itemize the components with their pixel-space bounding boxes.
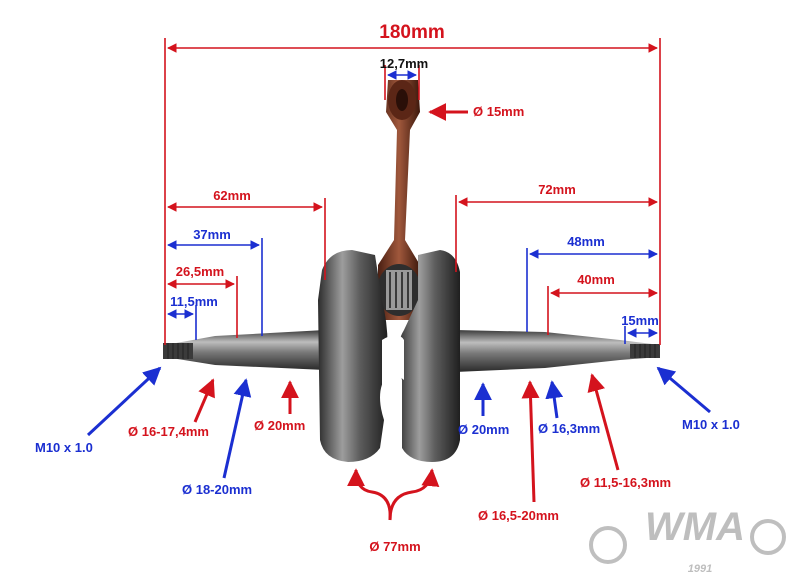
dimension-labels: 180mm 12,7mm Ø 15mm 62mm 37mm 26,5mm 11,… [35,22,740,554]
label-left-seat: Ø 18-20mm [182,482,252,497]
left-flywheel [318,250,388,462]
label-right-40: 40mm [577,272,615,287]
connecting-rod [378,80,420,320]
label-right-taper-base: Ø 16,5-20mm [478,508,559,523]
brand-logo: WMA 1991 [589,505,786,575]
label-left-11-5: 11,5mm [170,294,218,309]
left-shaft [165,330,325,370]
label-left-thread: M10 x 1.0 [35,440,93,455]
logo-wheel-right [750,519,786,555]
label-rod-small-end-width: 12,7mm [380,56,428,71]
label-right-48: 48mm [567,234,605,249]
label-right-thread: M10 x 1.0 [682,417,740,432]
label-left-37: 37mm [193,227,231,242]
label-rod-small-end-bore: Ø 15mm [473,104,524,119]
label-right-72: 72mm [538,182,576,197]
dimension-lines [86,38,711,521]
label-right-15: 15mm [621,313,659,328]
label-right-journal: Ø 20mm [458,422,509,437]
logo-wheel-left [589,526,627,564]
crankshaft-illustration [163,80,660,462]
label-flywheel-diameter: Ø 77mm [369,539,420,554]
label-left-26-5: 26,5mm [176,264,224,279]
label-left-62: 62mm [213,188,251,203]
label-overall-length: 180mm [379,22,445,43]
label-right-taper-tip: Ø 11,5-16,3mm [580,475,671,490]
label-left-journal: Ø 20mm [254,418,305,433]
label-left-taper: Ø 16-17,4mm [128,424,209,439]
logo-text: WMA [645,505,745,549]
right-shaft [455,330,660,372]
right-flywheel [397,250,460,462]
logo-year: 1991 [688,563,712,575]
label-right-seat: Ø 16,3mm [538,421,600,436]
